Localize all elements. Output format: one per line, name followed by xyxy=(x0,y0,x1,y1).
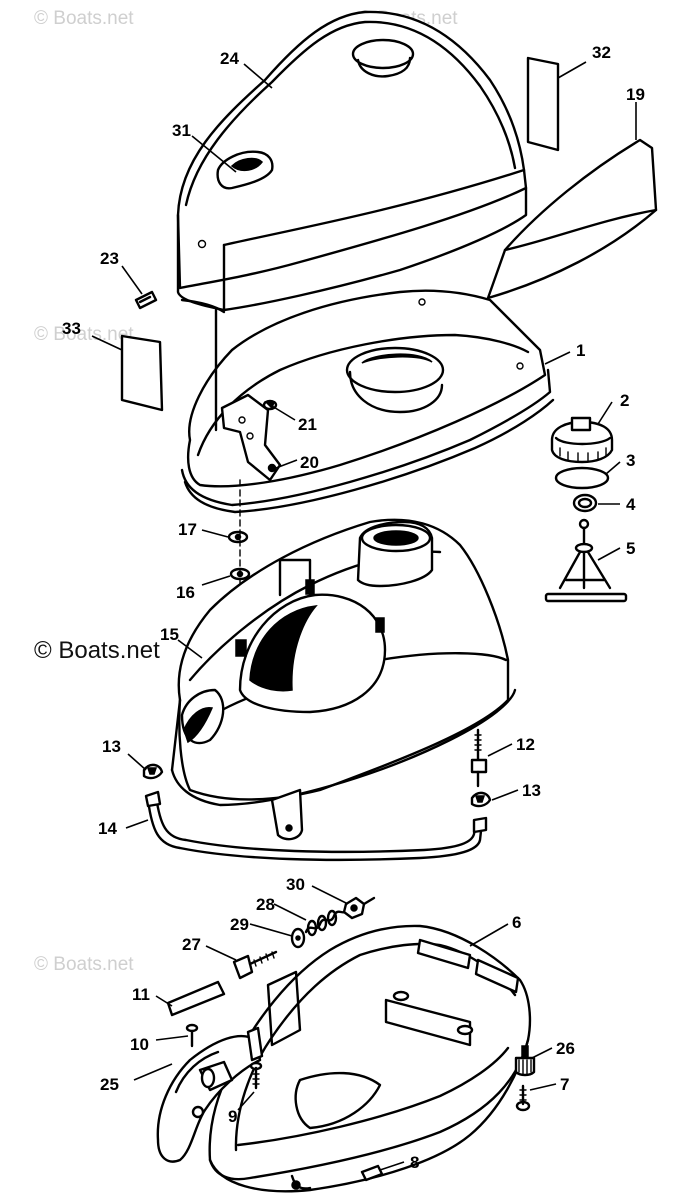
knob-part-26 xyxy=(514,1045,536,1077)
callout-14: 14 xyxy=(98,819,117,838)
fuel-cap-part-2 xyxy=(550,416,614,464)
washer-part-29 xyxy=(290,927,306,949)
gasket-part-3 xyxy=(554,466,610,490)
pin-part-9 xyxy=(249,1061,263,1090)
decal-part-19 xyxy=(486,138,658,300)
screw-part-23 xyxy=(134,290,158,310)
clip-part-13-left xyxy=(142,763,164,780)
spring-part-28 xyxy=(304,906,350,937)
nut-part-30 xyxy=(342,896,376,920)
callout-8: 8 xyxy=(410,1153,419,1172)
screw-part-12 xyxy=(470,728,488,788)
decal-part-33 xyxy=(120,334,164,412)
callout-16: 16 xyxy=(176,583,195,602)
cover-pan-part-1 xyxy=(180,289,555,514)
callout-3: 3 xyxy=(626,451,635,470)
clip-part-13-right xyxy=(470,791,492,808)
callout-25: 25 xyxy=(100,1075,119,1094)
plate-part-8 xyxy=(360,1164,384,1182)
callout-23: 23 xyxy=(100,249,119,268)
callout-7: 7 xyxy=(560,1075,569,1094)
leader-lines xyxy=(91,61,637,1171)
decal-part-11 xyxy=(166,980,226,1017)
callout-27: 27 xyxy=(182,935,201,954)
seal-part-14 xyxy=(144,790,488,862)
callout-5: 5 xyxy=(626,539,635,558)
ring-part-4 xyxy=(572,493,598,513)
callout-24: 24 xyxy=(220,49,239,68)
callout-20: 20 xyxy=(300,453,319,472)
callout-4: 4 xyxy=(626,495,636,514)
strainer-part-5 xyxy=(544,518,628,603)
watermark: © Boats.net xyxy=(34,324,134,345)
screw-part-10 xyxy=(185,1023,199,1048)
callout-11: 11 xyxy=(132,985,150,1004)
callout-33: 33 xyxy=(62,319,81,338)
callout-32: 32 xyxy=(592,43,611,62)
callout-31: 31 xyxy=(172,121,191,140)
watermark-prominent: © Boats.net xyxy=(34,637,160,664)
watermark: © Boats.net xyxy=(34,8,134,29)
callout-2: 2 xyxy=(620,391,629,410)
callout-28: 28 xyxy=(256,895,275,914)
callout-19: 19 xyxy=(626,85,645,104)
callout-26: 26 xyxy=(556,1039,575,1058)
bracket-part-20 xyxy=(220,393,282,482)
callout-13-right: 13 xyxy=(522,781,541,800)
screw-part-7 xyxy=(515,1084,531,1112)
callout-10: 10 xyxy=(130,1035,149,1054)
callout-30: 30 xyxy=(286,875,305,894)
callout-12: 12 xyxy=(516,735,535,754)
watermark: © Boats.net xyxy=(34,954,134,975)
callout-21: 21 xyxy=(298,415,317,434)
callout-29: 29 xyxy=(230,915,249,934)
washer-part-17 xyxy=(227,530,249,544)
side-panel-part-25 xyxy=(156,1026,264,1163)
bolt-part-27 xyxy=(232,950,278,980)
housing-part-15 xyxy=(170,518,517,841)
lower-cover-part-6 xyxy=(208,924,532,1193)
callout-15: 15 xyxy=(160,625,179,644)
callout-6: 6 xyxy=(512,913,521,932)
callout-1: 1 xyxy=(576,341,585,360)
decal-part-32 xyxy=(526,56,560,152)
callout-9: 9 xyxy=(228,1107,237,1126)
callout-17: 17 xyxy=(178,520,197,539)
callout-13-left: 13 xyxy=(102,737,121,756)
